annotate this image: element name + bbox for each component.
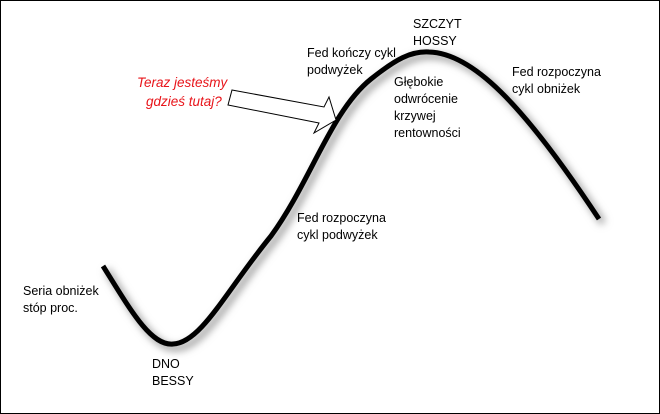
- arrow-icon: [227, 89, 337, 135]
- market-cycle-curve: [100, 49, 602, 347]
